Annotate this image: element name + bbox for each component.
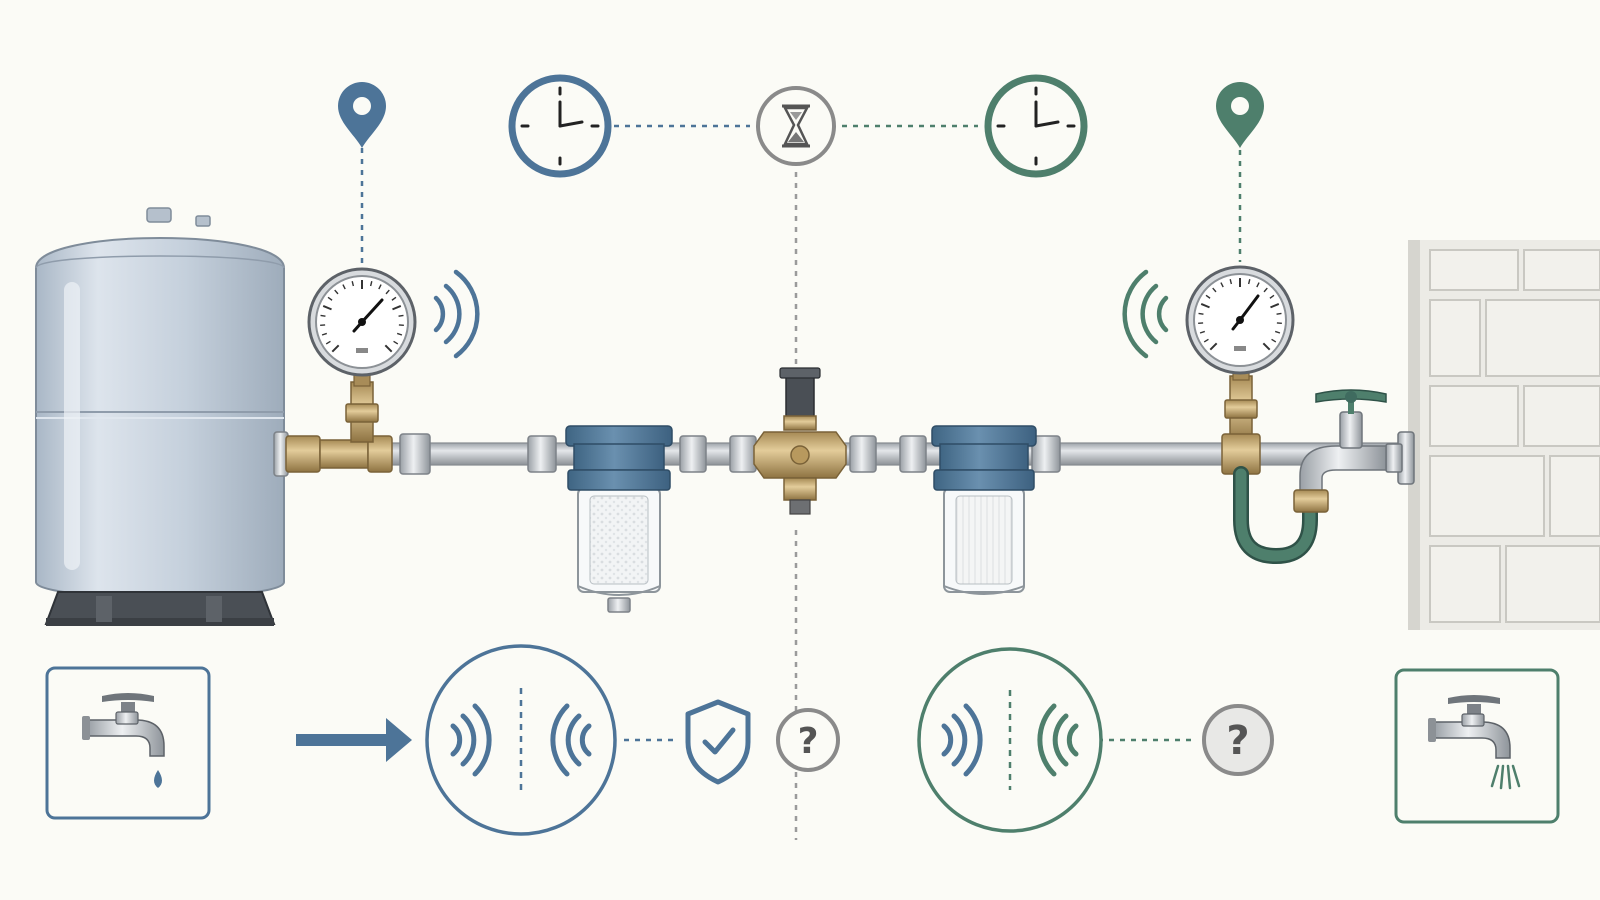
shield-check-icon [685, 699, 751, 785]
cartridge-filter-2 [931, 425, 1037, 595]
pressure-gauge-right [1185, 265, 1295, 375]
right-gauge-riser [1221, 365, 1261, 475]
left-gauge-riser [345, 369, 379, 443]
pipe-couplings [527, 435, 1061, 473]
sediment-filter-1 [565, 425, 673, 613]
gauge-tick [1271, 338, 1277, 343]
gauge-tick [334, 289, 339, 295]
question-mark-1: ? [776, 708, 840, 772]
gauge-tick [385, 289, 390, 295]
map-pin-icon [1216, 82, 1264, 148]
gauge-tick [1212, 287, 1217, 293]
gauge-tick [384, 344, 393, 353]
sound-waves-icon [425, 644, 617, 836]
arrow-right-icon [296, 718, 412, 762]
gauge-tick [327, 296, 333, 301]
clock-icon [984, 74, 1088, 178]
gauge-tick [1209, 342, 1218, 351]
tank-outlet-fitting [273, 431, 431, 477]
gauge-tick [1274, 330, 1281, 334]
gauge-tick [378, 284, 382, 290]
gauge-tick [1256, 282, 1260, 288]
garden-hose [1233, 466, 1318, 565]
gauge-tick [1270, 303, 1280, 309]
gauge-tick [1263, 287, 1268, 293]
faucet-spray-card [1394, 668, 1560, 824]
gauge-tick [321, 332, 328, 336]
gauge-tick [1199, 330, 1206, 334]
sound-waves-icon [917, 647, 1103, 833]
brick-wall [1408, 240, 1600, 630]
faucet-drip-icon [82, 693, 165, 788]
gauge-tick [1269, 294, 1275, 299]
gauge-tick [1276, 312, 1282, 315]
gauge-tick [398, 314, 404, 317]
gauge-tick [342, 284, 346, 290]
gauge-tick [1198, 312, 1204, 315]
gauge-tick [1220, 282, 1224, 288]
pressure-tank [35, 207, 285, 626]
gauge-tick [325, 340, 331, 345]
faucet-drip-card [45, 666, 211, 820]
outdoor-spigot [1293, 389, 1415, 513]
pressure-gauge-left [307, 267, 417, 377]
gauge-tick [369, 280, 373, 287]
question-mark-2: ? [1202, 704, 1274, 776]
gauge-tick [1229, 278, 1233, 285]
dashed-connectors [360, 124, 1242, 840]
gauge-tick [351, 280, 355, 287]
hourglass-icon [756, 86, 836, 166]
faucet-spray-icon [1428, 695, 1521, 790]
question-mark-1-text: ? [798, 721, 819, 762]
gauge-tick [1205, 294, 1211, 299]
gauge-tick [1203, 338, 1209, 343]
gauge-tick [1262, 342, 1271, 351]
gauge-tick [322, 305, 332, 311]
gauge-tick [320, 314, 326, 317]
gauge-tick [396, 332, 403, 336]
gauge-tick [391, 296, 397, 301]
signal-waves-left [433, 269, 480, 359]
gauge-tick [393, 340, 399, 345]
gauge-tick [331, 344, 340, 353]
signal-waves-right [1122, 269, 1169, 359]
map-pin-icon [338, 82, 386, 148]
gauge-tick [392, 305, 402, 311]
gauge-tick [1247, 278, 1251, 285]
pressure-reducing-valve [753, 367, 847, 515]
question-mark-2-text: ? [1226, 718, 1249, 764]
gauge-tick [1200, 303, 1210, 309]
clock-icon [508, 74, 612, 178]
